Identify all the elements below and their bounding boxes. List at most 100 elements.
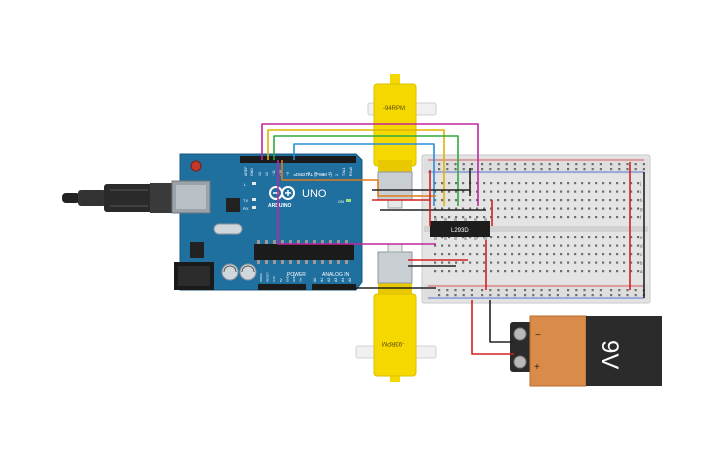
breadboard-hole[interactable]: [574, 261, 577, 264]
breadboard-hole[interactable]: [623, 190, 626, 193]
breadboard-hole[interactable]: [575, 168, 578, 171]
breadboard-hole[interactable]: [595, 244, 598, 247]
breadboard-hole[interactable]: [553, 270, 556, 273]
breadboard-hole[interactable]: [574, 190, 577, 193]
breadboard-hole[interactable]: [490, 190, 493, 193]
breadboard-hole[interactable]: [634, 163, 637, 166]
breadboard-hole[interactable]: [591, 163, 594, 166]
breadboard-hole[interactable]: [623, 261, 626, 264]
breadboard-hole[interactable]: [470, 168, 473, 171]
breadboard-hole[interactable]: [616, 236, 619, 239]
breadboard-hole[interactable]: [546, 207, 549, 210]
breadboard-hole[interactable]: [588, 270, 591, 273]
breadboard-hole[interactable]: [441, 270, 444, 273]
breadboard-hole[interactable]: [616, 190, 619, 193]
breadboard-hole[interactable]: [575, 294, 578, 297]
breadboard-hole[interactable]: [616, 244, 619, 247]
breadboard-hole[interactable]: [532, 182, 535, 185]
breadboard-hole[interactable]: [637, 216, 640, 219]
breadboard-hole[interactable]: [476, 199, 479, 202]
breadboard-hole[interactable]: [532, 236, 535, 239]
breadboard-hole[interactable]: [490, 207, 493, 210]
breadboard-hole[interactable]: [497, 244, 500, 247]
breadboard-hole[interactable]: [504, 253, 507, 256]
breadboard-hole[interactable]: [455, 244, 458, 247]
breadboard-hole[interactable]: [616, 182, 619, 185]
breadboard-hole[interactable]: [511, 236, 514, 239]
breadboard-hole[interactable]: [630, 253, 633, 256]
breadboard-hole[interactable]: [609, 253, 612, 256]
breadboard-hole[interactable]: [497, 168, 500, 171]
breadboard-hole[interactable]: [630, 190, 633, 193]
breadboard-hole[interactable]: [634, 289, 637, 292]
breadboard-hole[interactable]: [504, 190, 507, 193]
breadboard-hole[interactable]: [490, 270, 493, 273]
breadboard-hole[interactable]: [618, 163, 621, 166]
breadboard-hole[interactable]: [513, 168, 516, 171]
breadboard-hole[interactable]: [602, 207, 605, 210]
breadboard-hole[interactable]: [623, 244, 626, 247]
breadboard-hole[interactable]: [532, 163, 535, 166]
breadboard-hole[interactable]: [511, 216, 514, 219]
breadboard-hole[interactable]: [567, 163, 570, 166]
breadboard-hole[interactable]: [489, 294, 492, 297]
breadboard-hole[interactable]: [588, 190, 591, 193]
breadboard-hole[interactable]: [581, 207, 584, 210]
breadboard-hole[interactable]: [489, 168, 492, 171]
breadboard-hole[interactable]: [434, 216, 437, 219]
breadboard-hole[interactable]: [525, 182, 528, 185]
breadboard-hole[interactable]: [623, 270, 626, 273]
breadboard-hole[interactable]: [560, 261, 563, 264]
breadboard-hole[interactable]: [609, 261, 612, 264]
breadboard-hole[interactable]: [560, 207, 563, 210]
breadboard-hole[interactable]: [581, 182, 584, 185]
breadboard-hole[interactable]: [546, 182, 549, 185]
breadboard-hole[interactable]: [448, 253, 451, 256]
breadboard-hole[interactable]: [637, 182, 640, 185]
breadboard-hole[interactable]: [567, 199, 570, 202]
breadboard-hole[interactable]: [546, 261, 549, 264]
breadboard-hole[interactable]: [525, 244, 528, 247]
breadboard-hole[interactable]: [462, 216, 465, 219]
breadboard-hole[interactable]: [483, 190, 486, 193]
breadboard-hole[interactable]: [497, 294, 500, 297]
breadboard-hole[interactable]: [462, 261, 465, 264]
wire-blue[interactable]: [293, 143, 435, 206]
breadboard-hole[interactable]: [553, 253, 556, 256]
breadboard-hole[interactable]: [574, 253, 577, 256]
breadboard-hole[interactable]: [630, 261, 633, 264]
breadboard-hole[interactable]: [532, 270, 535, 273]
breadboard-hole[interactable]: [518, 236, 521, 239]
breadboard-hole[interactable]: [567, 289, 570, 292]
breadboard-hole[interactable]: [518, 270, 521, 273]
breadboard-hole[interactable]: [595, 199, 598, 202]
breadboard-hole[interactable]: [504, 207, 507, 210]
breadboard-hole[interactable]: [504, 244, 507, 247]
breadboard-hole[interactable]: [483, 244, 486, 247]
breadboard-hole[interactable]: [637, 261, 640, 264]
breadboard-hole[interactable]: [470, 294, 473, 297]
breadboard-hole[interactable]: [438, 163, 441, 166]
breadboard-hole[interactable]: [462, 294, 465, 297]
breadboard-hole[interactable]: [497, 261, 500, 264]
breadboard-hole[interactable]: [574, 207, 577, 210]
breadboard-hole[interactable]: [637, 236, 640, 239]
battery-terminal-positive[interactable]: [513, 355, 527, 369]
breadboard-hole[interactable]: [553, 261, 556, 264]
breadboard-hole[interactable]: [616, 207, 619, 210]
breadboard-hole[interactable]: [513, 294, 516, 297]
breadboard-hole[interactable]: [609, 199, 612, 202]
battery-9v[interactable]: − + 9V: [510, 315, 662, 387]
breadboard-hole[interactable]: [609, 216, 612, 219]
breadboard-hole[interactable]: [602, 270, 605, 273]
breadboard-hole[interactable]: [490, 199, 493, 202]
breadboard-hole[interactable]: [588, 182, 591, 185]
breadboard-hole[interactable]: [532, 207, 535, 210]
breadboard-hole[interactable]: [518, 199, 521, 202]
battery-terminal-negative[interactable]: [513, 327, 527, 341]
breadboard-hole[interactable]: [567, 190, 570, 193]
breadboard-hole[interactable]: [637, 244, 640, 247]
breadboard-hole[interactable]: [462, 253, 465, 256]
breadboard-hole[interactable]: [490, 261, 493, 264]
breadboard-hole[interactable]: [532, 261, 535, 264]
